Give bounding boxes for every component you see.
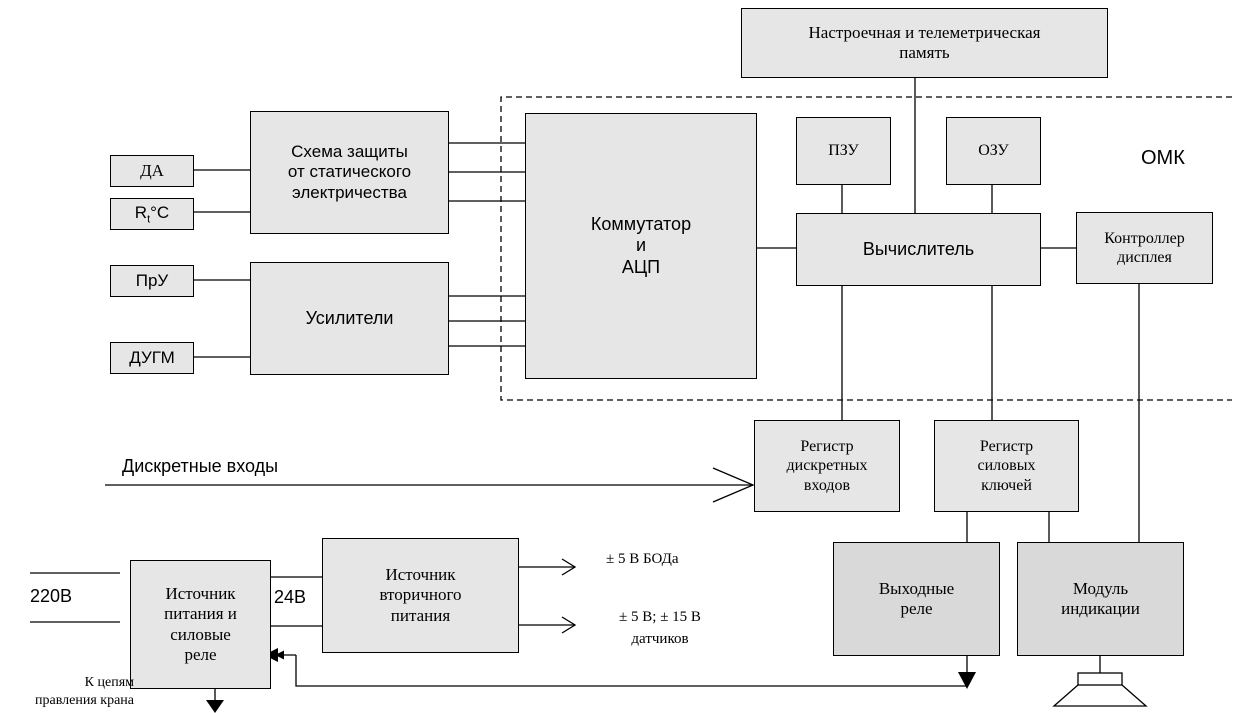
speaker-magnet: [1077, 672, 1123, 686]
pzu-block: ПЗУ: [796, 117, 891, 185]
label-220v: 220В: [30, 586, 73, 606]
indication-module-block: Модуль индикации: [1017, 542, 1184, 656]
output-relay-block: Выходные реле: [833, 542, 1000, 656]
ozu-block: ОЗУ: [946, 117, 1041, 185]
memory-block: Настроечная и телеметрическая память: [741, 8, 1108, 78]
secondary-power-block: Источник вторичного питания: [322, 538, 519, 653]
amplifiers-block: Усилители: [250, 262, 449, 375]
discrete-register-block: Регистр дискретных входов: [754, 420, 900, 512]
da-sensor-block: ДА: [110, 155, 194, 187]
label-24v: 24В: [274, 587, 307, 607]
discrete-inputs-label: Дискретные входы: [122, 456, 279, 476]
label-sensors-output: ± 5 В; ± 15 В датчиков: [619, 609, 701, 647]
label-boda-output: ± 5 В БОДа: [606, 551, 679, 567]
label-crane-circuits: К цепям правления крана: [35, 675, 134, 709]
protection-block: Схема защиты от статического электричест…: [250, 111, 449, 234]
rt-label: Rt°C: [134, 202, 170, 226]
commutator-adc-block: Коммутатор и АЦП: [525, 113, 757, 379]
display-controller-block: Контроллер дисплея: [1076, 212, 1213, 284]
calculator-block: Вычислитель: [796, 213, 1041, 286]
rt-sensor-block: Rt°C: [110, 198, 194, 230]
omk-boundary: [500, 96, 1232, 401]
speaker-cone: [1052, 684, 1148, 707]
power-key-register-block: Регистр силовых ключей: [934, 420, 1079, 512]
dugm-sensor-block: ДУГМ: [110, 342, 194, 374]
omk-label: ОМК: [1141, 147, 1185, 169]
power-source-block: Источник питания и силовые реле: [130, 560, 271, 689]
pru-sensor-block: ПрУ: [110, 265, 194, 297]
